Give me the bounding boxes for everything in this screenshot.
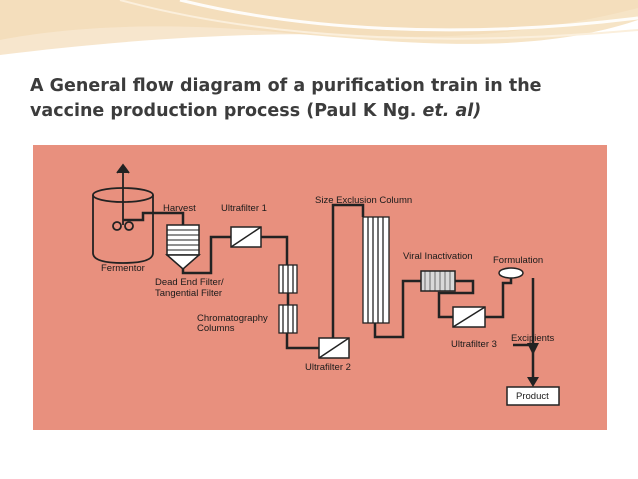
size-exclusion-column [362,216,390,324]
label-product: Product [516,391,549,402]
title-main: A General flow diagram of a purification… [30,76,542,121]
label-dead-end-1: Dead End Filter/ [155,277,224,288]
label-chrom-2: Columns [197,323,235,334]
label-chrom-1: Chromatography [197,313,268,324]
excipients-arrow-head [527,343,539,355]
ultrafilter-3 [452,306,486,328]
label-ultrafilter-3: Ultrafilter 3 [451,339,497,350]
purification-flow-diagram: Fermentor Harvest Ultrafilter 1 Size Exc… [33,145,607,430]
decorative-banner [0,0,638,55]
label-dead-end-2: Tangential Filter [155,288,222,299]
formulation-vessel [498,267,524,279]
fermentor [92,163,154,264]
label-viral-inactivation: Viral Inactivation [403,251,473,262]
label-formulation: Formulation [493,255,543,266]
product-box [506,386,560,406]
viral-inactivation-unit [420,270,456,292]
pipe-viral-uf3 [437,279,475,319]
pipe-uf3-formulation [485,275,513,319]
ultrafilter-1 [230,226,262,248]
label-size-exclusion: Size Exclusion Column [315,195,412,206]
slide-title: A General flow diagram of a purification… [30,74,620,124]
title-citation: et. al) [422,101,482,121]
pipe-chrom-uf2 [285,333,319,350]
label-excipients: Excipients [511,333,555,344]
dead-end-filter [165,224,201,270]
pipe-fermentor-harvest [123,211,185,225]
label-fermentor: Fermentor [101,263,145,274]
label-ultrafilter-2: Ultrafilter 2 [305,362,351,373]
pipe-sec-viral [373,279,421,339]
label-ultrafilter-1: Ultrafilter 1 [221,203,267,214]
ultrafilter-2 [318,337,350,359]
product-arrow-head [527,377,539,387]
chromatography-columns [278,264,298,334]
label-harvest: Harvest [163,203,196,214]
diagram-background [33,145,607,430]
pipe-uf1-chrom [261,235,289,265]
